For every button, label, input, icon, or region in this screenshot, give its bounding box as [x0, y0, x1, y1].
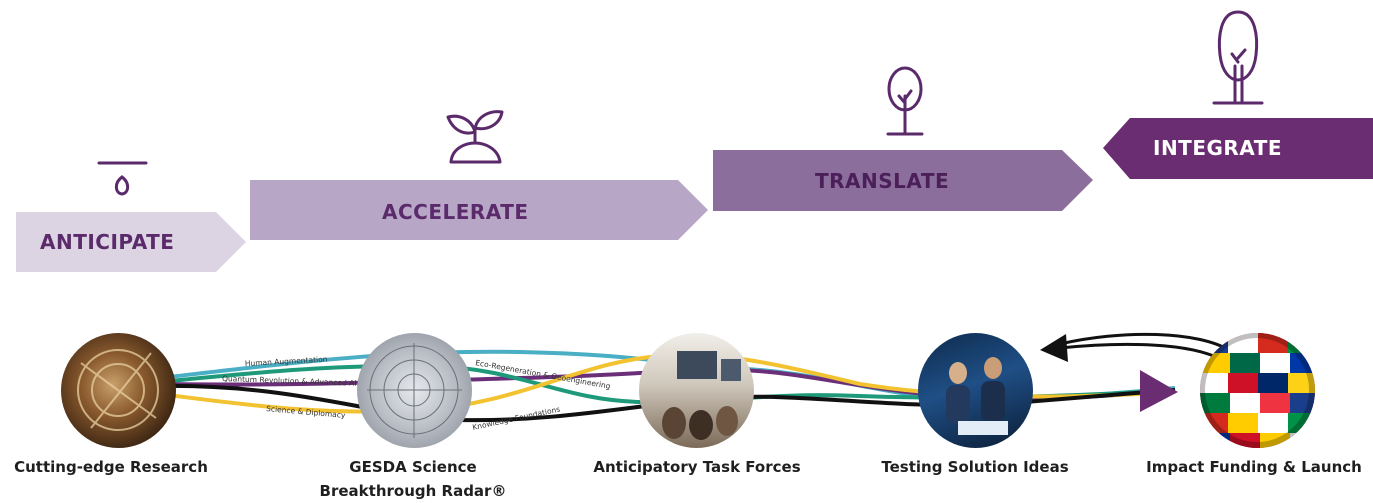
stream-label-science-diplomacy: Science & Diplomacy — [266, 404, 346, 420]
small-tree-icon — [886, 66, 924, 136]
stage-arrow-accelerate — [250, 180, 708, 240]
stage-arrows — [16, 10, 1373, 272]
stage-arrow-translate — [713, 150, 1093, 211]
team-photo — [918, 333, 1033, 448]
sprout-icon — [446, 110, 504, 164]
feedback-arrows — [1059, 332, 1233, 362]
flags-globe-photo — [1200, 333, 1315, 448]
feedback-arrowhead — [1040, 334, 1068, 362]
meeting-photo — [639, 333, 754, 448]
stage-arrow-integrate — [1103, 118, 1373, 179]
stage-label-integrate: INTEGRATE — [1153, 136, 1283, 160]
stream-label-human-augmentation: Human Augmentation — [245, 355, 328, 368]
stage-label-anticipate: ANTICIPATE — [40, 230, 175, 254]
stage-label-accelerate: ACCELERATE — [382, 200, 529, 224]
flow-arrowhead — [1140, 370, 1178, 412]
seed-icon — [97, 161, 148, 196]
caption-impact-funding-launch: Impact Funding & Launch — [1146, 458, 1362, 476]
circuit-photo — [61, 333, 176, 448]
caption-testing-solution-ideas: Testing Solution Ideas — [881, 458, 1069, 476]
tree-icon — [1212, 10, 1264, 105]
stage-label-translate: TRANSLATE — [815, 169, 950, 193]
stage-arrow-anticipate — [16, 212, 246, 272]
caption-cutting-edge-research: Cutting-edge Research — [14, 458, 208, 476]
radar-photo — [357, 333, 472, 448]
caption-anticipatory-task-forces: Anticipatory Task Forces — [593, 458, 801, 476]
caption-gesda-radar-line1: GESDA Science — [349, 458, 477, 476]
caption-gesda-radar-line2: Breakthrough Radar® — [319, 482, 507, 500]
